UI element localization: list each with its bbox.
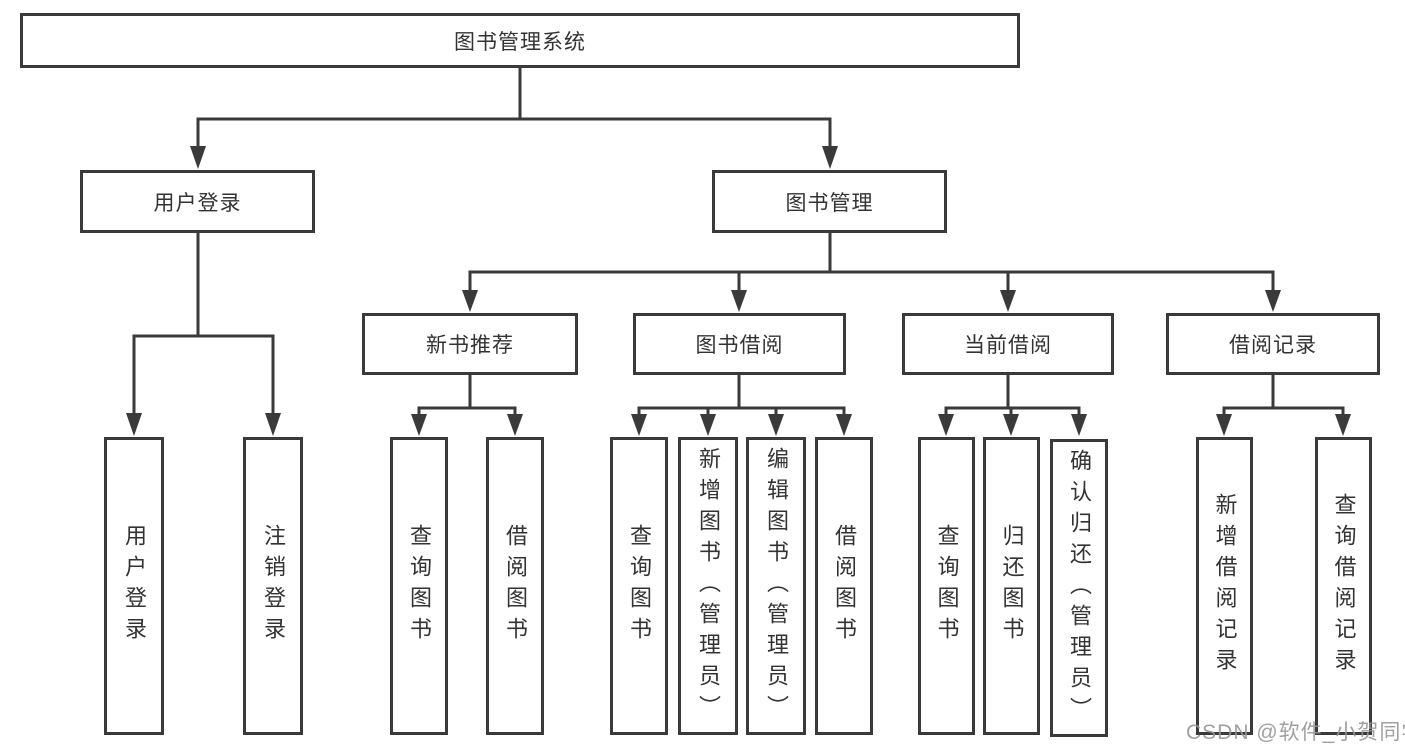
- leaf-newbook-query: 查询图书: [390, 437, 448, 735]
- leaf-borrow-edit: 编辑图书（管理员）: [746, 437, 806, 735]
- arrowhead: [265, 413, 281, 436]
- leaf-borrow-edit-label: 编辑图书（管理员）: [764, 446, 789, 726]
- node-new-book-rec-label: 新书推荐: [426, 334, 514, 357]
- arrowhead: [768, 414, 784, 436]
- arrowhead: [1216, 414, 1232, 436]
- arrowhead: [507, 414, 523, 436]
- node-book-mgmt-label: 图书管理: [785, 191, 874, 215]
- leaf-record-add: 新增借阅记录: [1196, 437, 1253, 735]
- connector-new-book-rec-children: [411, 375, 523, 436]
- node-root: 图书管理系统: [20, 13, 1020, 68]
- node-current-borrow-label: 当前借阅: [964, 334, 1052, 357]
- leaf-newbook-query-label: 查询图书: [407, 524, 432, 648]
- node-book-borrow-label: 图书借阅: [695, 334, 784, 357]
- arrowhead: [731, 290, 747, 312]
- leaf-current-confirm: 确认归还（管理员）: [1050, 439, 1108, 737]
- arrowhead: [700, 414, 716, 436]
- leaf-borrow-add: 新增图书（管理员）: [678, 437, 738, 735]
- leaf-logout-label: 注销登录: [261, 524, 286, 648]
- arrowhead: [836, 414, 852, 436]
- leaf-logout: 注销登录: [243, 437, 303, 735]
- leaf-newbook-borrow-label: 借阅图书: [503, 524, 528, 648]
- leaf-current-query: 查询图书: [918, 437, 975, 735]
- node-book-mgmt: 图书管理: [712, 170, 947, 233]
- node-user-login-label: 用户登录: [153, 191, 242, 215]
- arrowhead: [631, 414, 647, 436]
- connector-borrow-record-children: [1216, 375, 1351, 436]
- watermark-text: CSDN @软件_小贺同学: [1186, 721, 1405, 744]
- connector-current-borrow-children: [938, 375, 1087, 436]
- arrowhead: [190, 146, 206, 169]
- leaf-borrow-borrow: 借阅图书: [815, 437, 873, 735]
- leaf-current-query-label: 查询图书: [934, 524, 960, 648]
- arrowhead: [411, 414, 427, 436]
- leaf-record-add-label: 新增借阅记录: [1212, 493, 1238, 679]
- arrowhead: [126, 413, 142, 436]
- leaf-user-login-label: 用户登录: [122, 524, 147, 648]
- node-root-label: 图书管理系统: [454, 30, 586, 54]
- node-new-book-rec: 新书推荐: [362, 313, 578, 375]
- leaf-current-confirm-label: 确认归还（管理员）: [1067, 448, 1092, 728]
- connector-root-to-level2: [190, 68, 838, 169]
- node-user-login: 用户登录: [80, 170, 315, 233]
- leaf-borrow-query: 查询图书: [610, 437, 668, 735]
- arrowhead: [1003, 414, 1019, 436]
- node-book-borrow: 图书借阅: [633, 313, 846, 375]
- leaf-record-query: 查询借阅记录: [1315, 437, 1372, 735]
- leaf-newbook-borrow: 借阅图书: [486, 437, 544, 735]
- node-borrow-record-label: 借阅记录: [1229, 334, 1317, 357]
- arrowhead: [1071, 414, 1087, 436]
- leaf-current-return: 归还图书: [983, 437, 1040, 735]
- node-current-borrow: 当前借阅: [902, 313, 1114, 375]
- connector-book-mgmt-children: [462, 233, 1281, 312]
- arrowhead: [1000, 290, 1016, 312]
- arrowhead: [822, 146, 838, 169]
- leaf-user-login: 用户登录: [104, 437, 164, 735]
- leaf-borrow-query-label: 查询图书: [627, 524, 652, 648]
- node-borrow-record: 借阅记录: [1166, 313, 1380, 375]
- leaf-borrow-borrow-label: 借阅图书: [832, 524, 857, 648]
- leaf-current-return-label: 归还图书: [999, 524, 1025, 648]
- arrowhead: [1265, 290, 1281, 312]
- arrowhead: [1335, 414, 1351, 436]
- connector-user-login-children: [126, 233, 281, 436]
- leaf-record-query-label: 查询借阅记录: [1331, 493, 1357, 679]
- leaf-borrow-add-label: 新增图书（管理员）: [696, 446, 721, 726]
- arrowhead: [938, 414, 954, 436]
- arrowhead: [462, 290, 478, 312]
- connector-book-borrow-children: [631, 375, 852, 436]
